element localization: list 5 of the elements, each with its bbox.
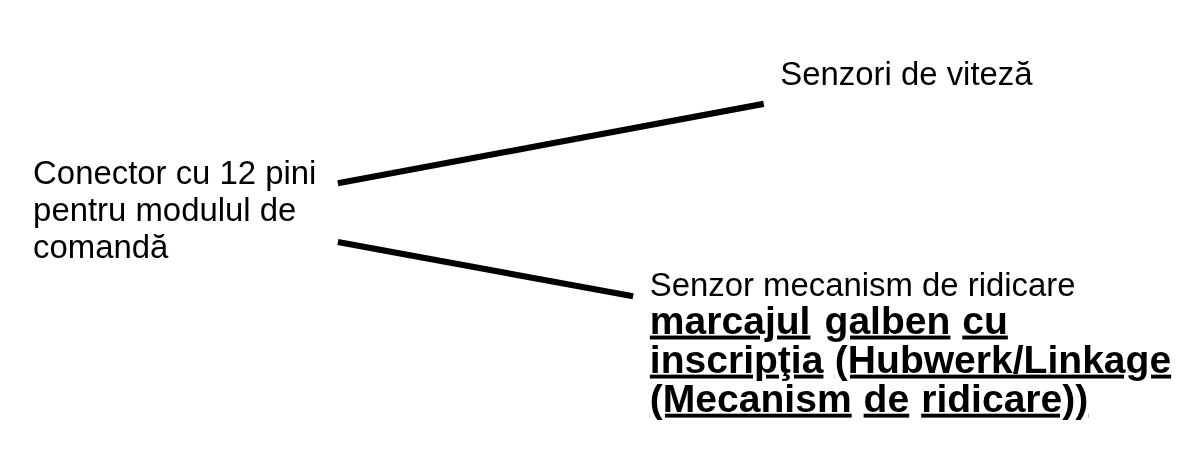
connector bbox=[337, 238, 634, 299]
node-text: Senzor mecanism de ridicare marcajul galben cu inscripţia (Hubwerk/Linkage (Mecanism de ridicare)) bbox=[649, 265, 1172, 420]
node-text: Conector cu 12 pini pentru modulul de comandă bbox=[33, 153, 317, 265]
connector bbox=[337, 100, 765, 186]
node-text: Senzori de viteză bbox=[780, 54, 1033, 92]
